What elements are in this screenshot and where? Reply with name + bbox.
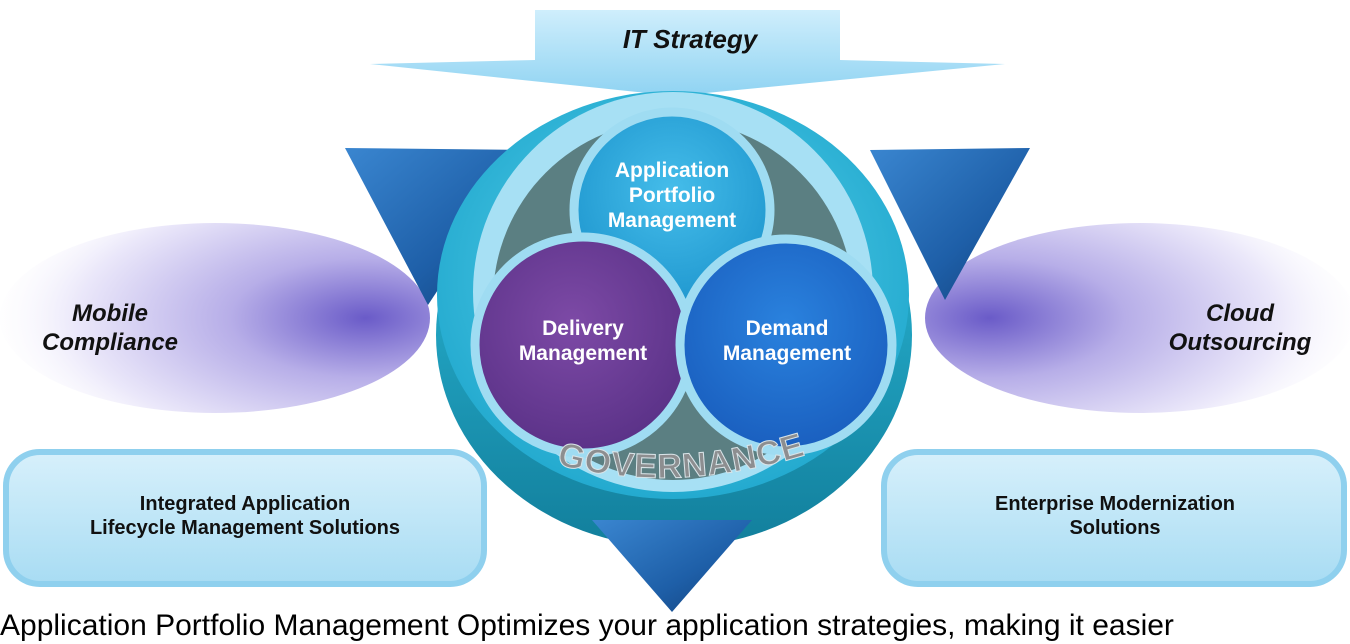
delivery-management-label: Delivery Management: [508, 316, 658, 366]
demand-line2: Management: [722, 342, 852, 366]
left-cloud-label: Mobile Compliance: [10, 300, 210, 358]
delivery-line1: Delivery: [542, 317, 624, 340]
right-cloud-shape: [925, 223, 1350, 413]
application-portfolio-label: Application Portfolio Management: [592, 158, 752, 234]
right-triangle-arrow: [870, 148, 1030, 300]
app-portfolio-line2: Portfolio: [628, 184, 716, 208]
it-strategy-label: IT Strategy: [622, 24, 758, 54]
right-cloud-line1: Cloud: [1206, 300, 1274, 327]
right-cloud-line2: Outsourcing: [1168, 328, 1312, 356]
bottom-triangle-arrow: [592, 520, 752, 612]
left-box-line2: Lifecycle Management Solutions: [89, 517, 401, 539]
delivery-line2: Management: [518, 342, 648, 366]
left-cloud-line1: Mobile: [72, 300, 148, 327]
right-cloud-label: Cloud Outsourcing: [1140, 300, 1340, 358]
demand-management-label: Demand Management: [712, 316, 862, 366]
left-solution-box: [3, 449, 487, 587]
demand-line1: Demand: [745, 317, 829, 340]
right-box-label: Enterprise Modernization Solutions: [900, 492, 1330, 540]
right-box-line2: Solutions: [1069, 517, 1161, 539]
bottom-caption: Application Portfolio Management Optimiz…: [0, 609, 1174, 642]
it-strategy-arrow: [370, 10, 1005, 96]
left-cloud-shape: [0, 223, 430, 413]
right-solution-box: [881, 449, 1347, 587]
demand-management-circle: [675, 234, 897, 456]
right-box-line1: Enterprise Modernization: [994, 493, 1236, 515]
left-box-label: Integrated Application Lifecycle Managem…: [20, 492, 470, 540]
left-cloud-line2: Compliance: [41, 328, 179, 356]
app-portfolio-line1: Application: [614, 159, 730, 182]
left-box-line1: Integrated Application: [139, 493, 351, 515]
app-portfolio-line3: Management: [607, 209, 737, 233]
